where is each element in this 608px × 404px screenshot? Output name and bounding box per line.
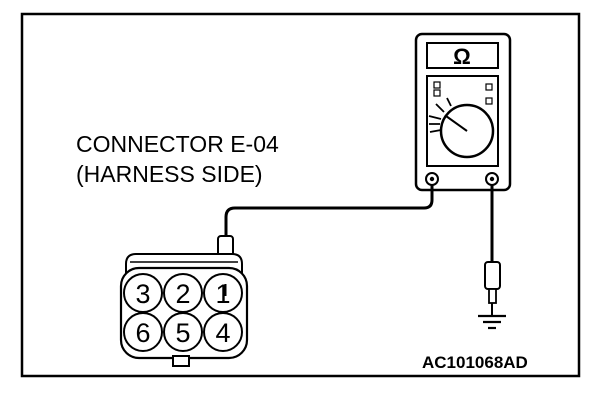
connector-pin-cavity <box>163 312 203 352</box>
meter-range-mark <box>433 81 441 89</box>
connector-pin-cavity <box>123 312 163 352</box>
connector-pin-cavity <box>203 312 243 352</box>
meter-range-mark <box>485 97 493 105</box>
meter-dial-ticks <box>428 97 452 133</box>
meter-terminal-right-core <box>489 176 495 182</box>
connector-side-label: (HARNESS SIDE) <box>76 161 263 187</box>
connector-label: CONNECTOR E-04 <box>76 131 279 157</box>
connector-pin-number: 2 <box>175 279 190 309</box>
connector-pin-number: 6 <box>135 318 150 348</box>
ground-symbol-icon <box>478 314 506 330</box>
meter-range-mark <box>433 89 441 97</box>
ground-probe-icon <box>484 261 501 315</box>
connector-pin-number: 1 <box>215 279 230 309</box>
test-lead-positive <box>224 184 434 236</box>
figure-code: AC101068AD <box>422 353 528 372</box>
connector-pin-number: 3 <box>135 279 150 309</box>
connector-pin-number: 5 <box>175 318 190 348</box>
meter-terminal-left-core <box>429 176 435 182</box>
meter-display <box>426 42 499 69</box>
meter-ohm-symbol: Ω <box>453 44 471 69</box>
meter-range-mark <box>485 83 493 91</box>
connector-pin-number: 4 <box>215 318 230 348</box>
ohmmeter-icon: Ω <box>414 32 512 192</box>
connector-key <box>172 355 190 367</box>
connector-e04-icon: 3 2 1 6 5 4 <box>119 253 249 367</box>
meter-dial-pointer <box>445 115 468 132</box>
ground-probe-handle <box>484 261 501 290</box>
ground-probe-shank <box>488 288 497 304</box>
